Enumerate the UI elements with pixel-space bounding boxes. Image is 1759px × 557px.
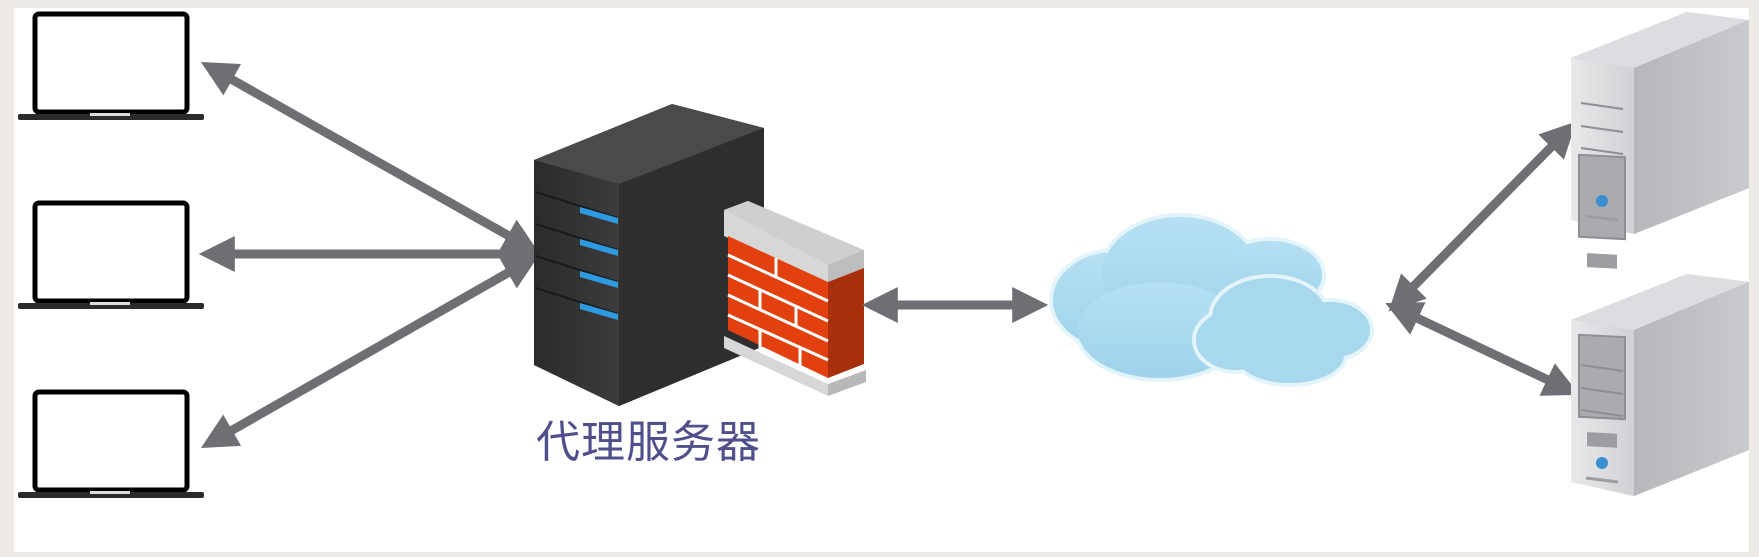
arrow-laptop3-proxy [200, 254, 540, 449]
arrow-laptop1-proxy [200, 62, 540, 253]
web-server-icon [1571, 12, 1749, 269]
proxy-server-icon [534, 104, 764, 406]
cloud-icon [1049, 213, 1374, 387]
firewall-icon [724, 201, 866, 396]
laptop-icon [18, 389, 204, 498]
web-server-icon [1571, 274, 1749, 496]
laptop-icon [18, 11, 204, 120]
laptop-icon [18, 200, 204, 309]
arrow-cloud-server1 [1388, 121, 1577, 312]
arrow-cloud-server2 [1385, 302, 1580, 396]
proxy-server-label: 代理服务器 [536, 417, 761, 468]
